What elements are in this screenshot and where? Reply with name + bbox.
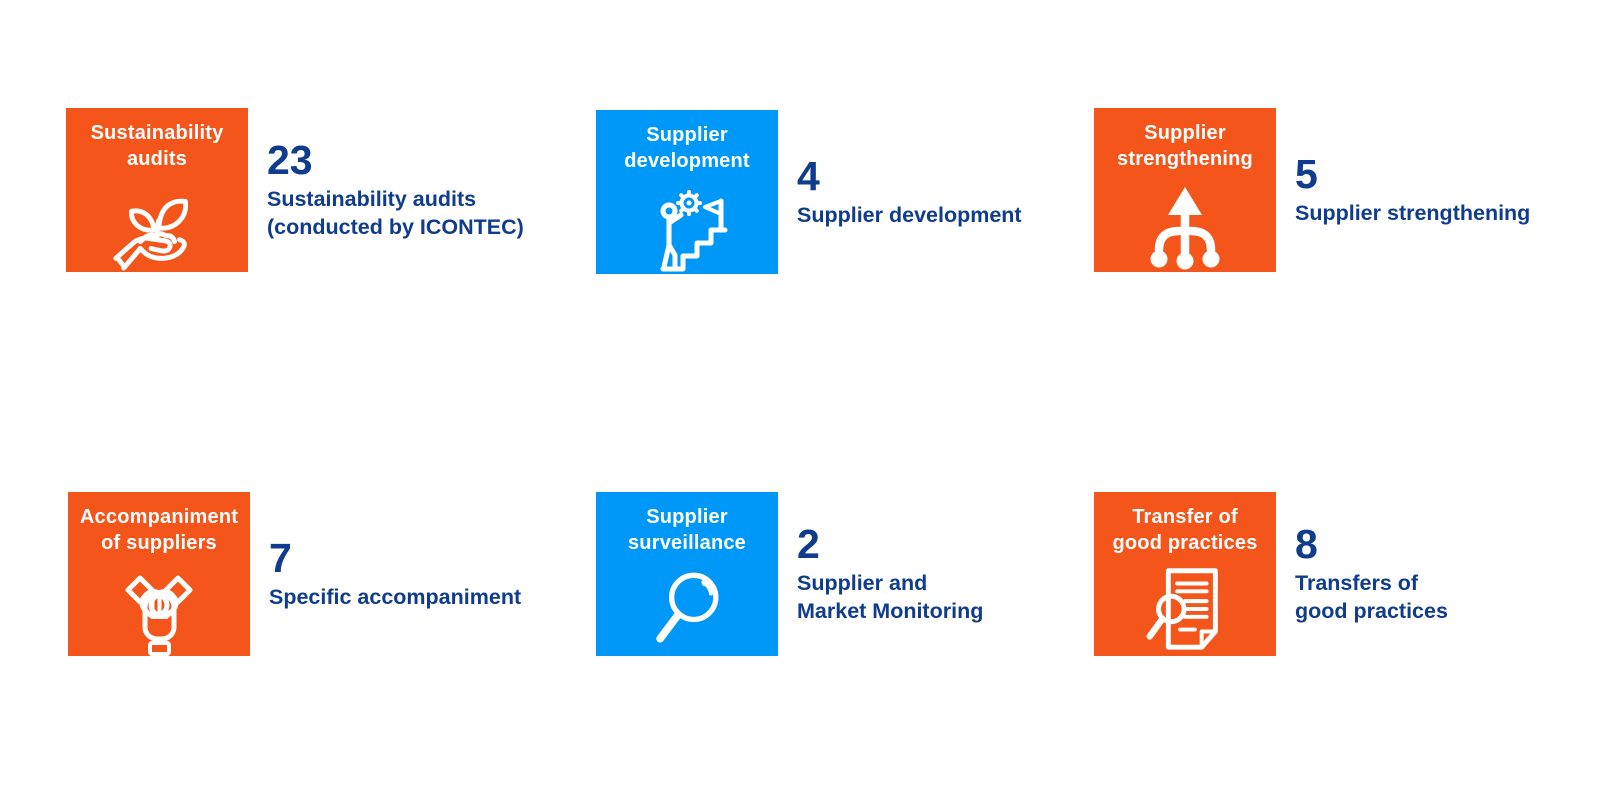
card-supplier-development: Supplier development 4 Supplier developm… [596,110,1022,274]
stat-count: 2 [797,521,820,568]
card-sustainability-audits: Sustainability audits 23 Sustainability … [66,108,524,272]
tile-supplier-strengthening: Supplier strengthening [1094,108,1276,272]
seedling-in-hand-icon [108,175,206,273]
stat-description: Specific accompaniment [269,584,522,609]
tile-label: Supplier surveillance [627,506,747,555]
stat-count: 4 [797,152,820,199]
stat-count: 8 [1295,521,1318,568]
tile-label: Supplier development [624,124,750,173]
tile-sustainability-audits: Sustainability audits [66,108,248,272]
card-accompaniment-of-suppliers: Accompaniment of suppliers 7 Specific ac… [68,492,521,656]
stat-count: 23 [267,137,313,184]
stat-block: 7 Specific accompaniment [269,534,522,611]
tile-label: Transfer of good practices [1112,506,1258,555]
magnifying-glass-icon [639,559,735,655]
tile-label: Supplier strengthening [1117,122,1253,171]
stat-description: Supplier and Market Monitoring [797,571,984,623]
tile-label: Sustainability audits [90,122,224,171]
card-transfer-of-good-practices: Transfer of good practices 8 Transfers o… [1094,492,1448,656]
tile-supplier-development: Supplier development [596,110,778,274]
joined-hands-icon [109,559,209,659]
tile-accompaniment-of-suppliers: Accompaniment of suppliers [68,492,250,656]
stat-description: Supplier strengthening [1295,200,1531,225]
tile-transfer-of-good-practices: Transfer of good practices [1094,492,1276,656]
stat-count: 5 [1295,150,1318,197]
stat-block: 2 Supplier and Market Monitoring [797,523,983,624]
stat-block: 5 Supplier strengthening [1295,150,1531,227]
tile-supplier-surveillance: Supplier surveillance [596,492,778,656]
tile-label: Accompaniment of suppliers [79,506,239,555]
stat-description: Sustainability audits (conducted by ICON… [267,187,524,239]
person-climbing-stairs-icon [637,177,737,277]
stat-description: Supplier development [797,202,1022,227]
branching-merge-arrow-icon [1135,175,1235,275]
stat-block: 8 Transfers of good practices [1295,523,1448,624]
card-supplier-strengthening: Supplier strengthening 5 Supplier streng… [1094,108,1530,272]
stat-count: 7 [269,534,292,581]
card-supplier-surveillance: Supplier surveillance 2 Supplier and Mar… [596,492,983,656]
stat-description: Transfers of good practices [1295,571,1448,623]
stat-block: 23 Sustainability audits (conducted by I… [267,139,524,240]
document-magnifier-icon [1136,559,1234,657]
stat-block: 4 Supplier development [797,152,1022,229]
